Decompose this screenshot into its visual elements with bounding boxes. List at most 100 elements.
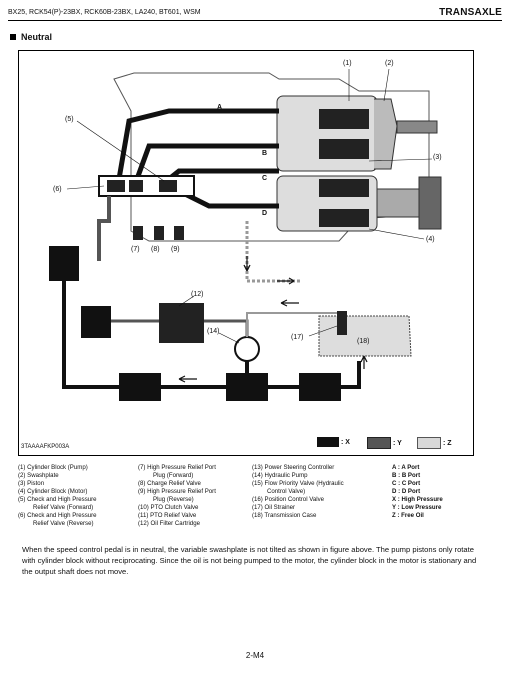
block-left-mid [81,306,111,338]
callout-2: (2) [385,60,394,67]
leader-4 [368,228,425,240]
transmission-case [318,315,412,357]
arrow-left-icon [280,299,299,307]
leader-6 [66,185,105,190]
key-item: Y : Low Pressure [392,504,442,511]
callout-17: (17) [291,334,303,341]
part-item: Relief Valve (Reverse) [33,520,94,527]
key-item: X : High Pressure [392,496,443,503]
section-title: Neutral [10,32,52,42]
figure-code: 3TAAAAFKP003A [21,444,70,450]
callout-4: (4) [426,236,435,243]
port-b-label: B [262,150,267,157]
suction-line [246,312,337,337]
cylinder-block-motor-upper [319,179,369,197]
callout-12: (12) [191,291,203,298]
charge-line [97,196,111,261]
line-port-a [116,108,279,180]
legend-y-swatch [367,437,391,449]
callout-8: (8) [151,246,160,253]
part-item: (9) High Pressure Relief Port [138,488,216,495]
relief-valve-reverse [107,180,125,192]
page-number: 2-M4 [245,651,265,660]
part-item: (7) High Pressure Relief Port [138,464,216,471]
cylinder-block-pump-upper [319,109,369,129]
bullet-square-icon [10,33,16,40]
hydraulic-circuit-drawing: (1) (2) (3) (4) (5) (6) (7) (8) (9) (12)… [49,60,442,401]
callout-3: (3) [433,154,442,161]
part-item: (13) Power Steering Controller [252,464,335,471]
part-item: (4) Cylinder Block (Motor) [18,488,88,495]
pump-input-shaft [396,120,438,134]
plug-8 [154,226,164,240]
arrow-right-icon [277,277,295,285]
block-bottom-3 [299,373,341,401]
output-gear [418,176,442,230]
leader-17 [308,325,338,337]
key-item: B : B Port [392,472,421,479]
parts-list-col4: A : A Port B : B Port C : C Port D : D P… [392,464,443,520]
arrow-left-icon-2 [178,375,197,383]
legend-y: : Y [367,437,402,449]
part-item: Relief Valve (Forward) [33,504,94,511]
parts-list-col3: (13) Power Steering Controller (14) Hydr… [252,464,344,520]
callout-14: (14) [207,328,219,335]
swashplate [374,98,398,170]
callout-5: (5) [65,116,74,123]
section-title-text: Neutral [21,32,53,42]
parts-list-col1: (1) Cylinder Block (Pump) (2) Swashplate… [18,464,97,528]
part-item: (14) Hydraulic Pump [252,472,308,479]
block-bottom-1 [119,373,161,401]
pump-body [276,95,378,172]
callout-18: (18) [357,338,369,345]
leader-2 [383,68,390,102]
part-item: Plug (Reverse) [153,496,194,503]
arrow-up-icon [360,355,368,369]
part-item: (12) Oil Filter Cartridge [138,520,200,527]
header-models: BX25, RCK54(P)-23BX, RCK60B-23BX, LA240,… [8,9,201,16]
part-item: (10) PTO Clutch Valve [138,504,199,511]
part-item: (5) Check and High Pressure [18,496,97,503]
relief-valve-forward [159,180,177,192]
cylinder-block-pump-lower [319,139,369,159]
key-item: A : A Port [392,464,420,471]
parts-list-col2: (7) High Pressure Relief Port Plug (Forw… [138,464,216,528]
oil-strainer [337,311,347,335]
callout-6: (6) [53,186,62,193]
part-item: Plug (Forward) [153,472,194,479]
leader-14 [218,332,240,344]
legend-z-label: : Z [443,439,452,447]
legend-z-swatch [417,437,441,449]
cylinder-block-motor-lower [319,209,369,227]
legend-z: : Z [417,437,452,449]
arrow-down-icon [243,256,251,272]
leader-5 [76,120,165,182]
line-right [341,361,361,389]
legend-x: : X [317,437,350,447]
relief-valve-block [129,180,143,192]
part-item: (1) Cylinder Block (Pump) [18,464,88,471]
oil-filter-cartridge [159,303,204,343]
part-item: Control Valve) [267,488,306,495]
page-header: BX25, RCK54(P)-23BX, RCK60B-23BX, LA240,… [8,7,502,21]
legend-x-label: : X [341,438,350,446]
part-item: (16) Position Control Valve [252,496,325,503]
header-section: TRANSAXLE [439,7,502,18]
line-port-b [134,143,279,180]
key-item: D : D Port [392,488,421,495]
key-item: Z : Free Oil [392,512,424,519]
description-paragraph: When the speed control pedal is in neutr… [22,545,477,576]
port-c-label: C [262,175,267,182]
callout-1: (1) [343,60,352,67]
part-item: (17) Oil Strainer [252,504,296,511]
block-bottom-2 [226,373,268,401]
leader-12 [178,295,195,307]
leader-3 [368,158,433,162]
hydraulic-diagram: (1) (2) (3) (4) (5) (6) (7) (8) (9) (12)… [18,50,474,456]
legend-y-label: : Y [393,439,402,447]
legend-x-swatch [317,437,339,447]
part-item: (8) Charge Relief Valve [138,480,201,487]
part-item: (15) Flow Priority Valve (Hydraulic [252,480,344,487]
callout-7: (7) [131,246,140,253]
part-item: (6) Check and High Pressure [18,512,97,519]
